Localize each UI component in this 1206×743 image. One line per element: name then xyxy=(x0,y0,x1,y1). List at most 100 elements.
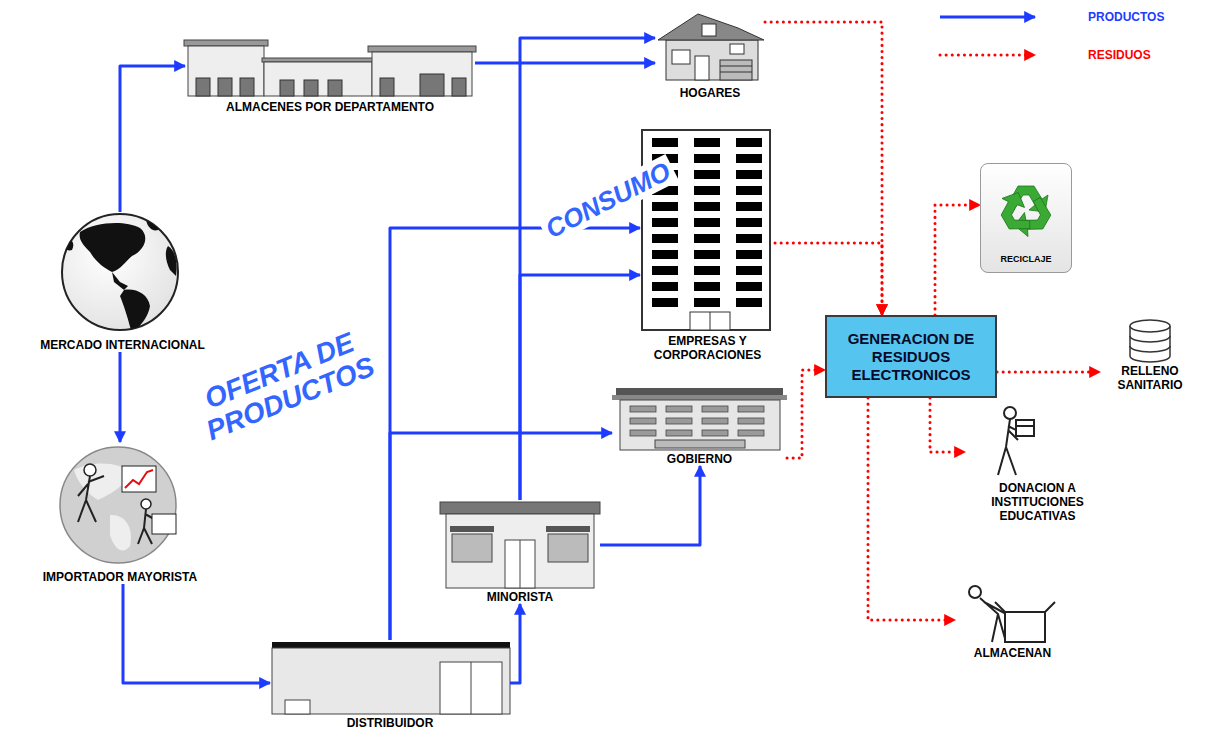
department-store-icon-part xyxy=(368,46,476,52)
connector-group xyxy=(120,22,1100,683)
legend-sample xyxy=(938,45,1038,65)
house-icon-part xyxy=(720,72,752,73)
waste-flow-arrow xyxy=(868,398,955,620)
office-tower-icon-part xyxy=(710,312,711,330)
waste-flow-arrow xyxy=(765,22,882,315)
house-icon-part xyxy=(658,14,764,40)
department-store-icon-part xyxy=(420,74,444,96)
market-node: MERCADO INTERNACIONAL xyxy=(5,212,240,352)
diagram-label: OFERTA DE PRODUCTOS xyxy=(186,322,385,449)
legend-line xyxy=(940,54,1035,57)
retail-store-icon-part xyxy=(440,502,600,514)
retail-store-icon xyxy=(440,502,600,588)
legend-line xyxy=(940,16,1035,19)
node-label: GOBIERNO xyxy=(612,452,787,466)
node-label: IMPORTADOR MAYORISTA xyxy=(5,570,235,584)
house-icon-part xyxy=(720,66,752,67)
landfill-drum-icon-part xyxy=(1130,320,1170,332)
landfill-node: RELLENO SANITARIO xyxy=(1100,318,1200,392)
retail-store-icon-part xyxy=(520,540,521,588)
retail-store-icon-part xyxy=(546,526,590,532)
department-store-icon-part xyxy=(280,80,294,96)
node-label: MINORISTA xyxy=(440,590,600,604)
storage-node: ALMACENAN xyxy=(955,578,1070,660)
house-icon-part xyxy=(672,50,690,64)
warehouse-icon-part xyxy=(285,700,310,714)
department-store-icon-part xyxy=(196,78,210,96)
retail-store-icon-part xyxy=(505,540,535,588)
warehouse-icon-part xyxy=(272,648,510,714)
recycling-icon xyxy=(980,163,1072,273)
node-label: ALMACENES POR DEPARTAMENTO xyxy=(185,100,475,114)
landfill-drum-icon-part xyxy=(1130,336,1170,342)
recycling-node: RECICLAJE xyxy=(980,163,1072,273)
department-store-icon-part xyxy=(188,46,264,96)
waste-flow-arrow xyxy=(787,370,825,458)
legend-item: RESIDUOS xyxy=(938,45,1151,65)
globe-icon-part-part xyxy=(112,272,128,290)
retail-store-icon-part xyxy=(450,526,494,532)
household-node: HOGARES xyxy=(655,12,765,100)
department-store-icon-part xyxy=(262,58,374,62)
distributor-node: DISTRIBUIDOR xyxy=(270,640,510,730)
house-icon-part xyxy=(702,24,716,36)
retail-store-icon-part xyxy=(452,534,492,562)
storing-figure-icon-part xyxy=(969,586,981,598)
storing-figure-icon-part xyxy=(995,602,1055,612)
product-flow-arrow xyxy=(123,584,270,683)
node-label: RELLENO SANITARIO xyxy=(1100,364,1200,392)
department-store-icon-part xyxy=(264,62,372,96)
node-label: DISTRIBUIDOR xyxy=(270,716,510,730)
retailer-node: MINORISTA xyxy=(440,500,600,604)
waste-flow-arrow xyxy=(997,371,1100,374)
importer-node: IMPORTADOR MAYORISTA xyxy=(5,442,235,584)
office-tower-icon-part xyxy=(690,312,730,330)
retail-store-icon-part xyxy=(548,534,588,562)
government-building-icon-part xyxy=(628,404,773,438)
government-building-icon-part xyxy=(612,395,787,400)
house-icon-part xyxy=(695,56,709,80)
importer-icon-part xyxy=(78,476,104,522)
product-flow-arrow xyxy=(390,228,640,640)
waste-flow-arrow xyxy=(930,398,965,452)
product-flow-arrow xyxy=(520,38,655,500)
department-store-icon-part xyxy=(452,78,466,96)
donation-figure-icon-part xyxy=(1016,420,1034,436)
department-store-icon-part xyxy=(240,78,254,96)
department-store-icon-part xyxy=(184,40,268,46)
retail-store-icon-part xyxy=(446,514,594,588)
node-label: RECICLAJE xyxy=(981,254,1071,265)
globe-icon-part-part xyxy=(120,290,150,334)
product-flow-arrow xyxy=(520,275,640,500)
warehouse-icon-part xyxy=(272,642,510,648)
legend-label: PRODUCTOS xyxy=(1088,10,1164,24)
recycling-icon-part xyxy=(994,186,1056,241)
node-label: ALMACENAN xyxy=(955,646,1070,660)
department-store-icon-part xyxy=(372,52,472,96)
globe-icon-part-part xyxy=(166,246,177,276)
product-flow-arrow xyxy=(120,66,185,212)
donation-figure-icon-part xyxy=(1004,407,1016,419)
globe-icon xyxy=(62,214,178,334)
government-building-icon-part xyxy=(655,440,745,448)
node-label: EMPRESAS Y CORPORACIONES xyxy=(640,334,775,362)
house-icon xyxy=(658,14,764,80)
legend-sample xyxy=(938,7,1038,27)
donation-figure-icon-part xyxy=(1016,425,1034,427)
storing-figure-icon xyxy=(969,586,1055,642)
department-store-icon-part xyxy=(218,78,232,96)
importer-icon xyxy=(60,447,176,563)
storing-figure-icon-part xyxy=(1005,612,1045,642)
warehouse-icon-part xyxy=(440,662,502,714)
node-label: HOGARES xyxy=(655,86,765,100)
warehouse-icon-part xyxy=(471,662,472,714)
product-flow-arrow xyxy=(390,433,612,640)
government-building-icon-part xyxy=(620,400,780,450)
globe-icon-part-part xyxy=(80,223,146,272)
waste-flow-arrow xyxy=(935,205,980,315)
government-building-icon xyxy=(612,388,787,450)
importer-icon-part xyxy=(122,466,156,492)
product-flow-arrow xyxy=(510,604,520,683)
